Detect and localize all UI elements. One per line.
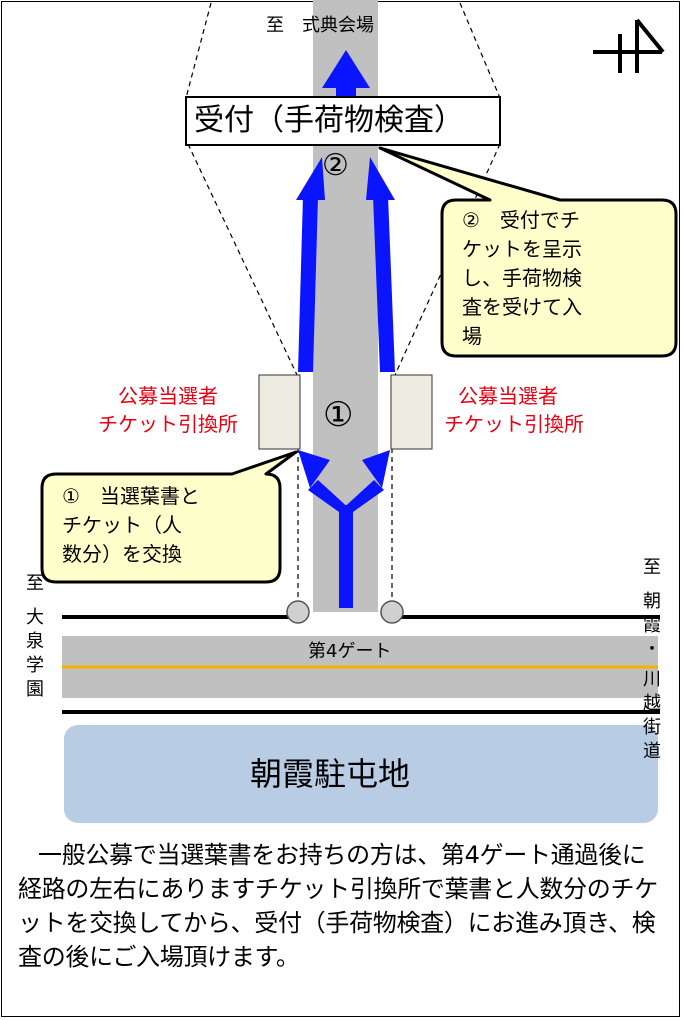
callout-step1-line: 数分）を交換 bbox=[62, 542, 182, 566]
arrow-booths-to-reception bbox=[296, 157, 395, 372]
north-arrow-icon bbox=[593, 18, 665, 73]
arrow-to-venue bbox=[322, 50, 370, 100]
gate-label: 第4ゲート bbox=[308, 641, 392, 662]
step-2-marker: ② bbox=[322, 148, 349, 183]
exchange-booth-left bbox=[258, 374, 301, 450]
step-1-marker: ① bbox=[323, 395, 354, 435]
callout-step2-text: ② 受付でチ ケットを呈示 し、手荷物検 査を受けて入 場 bbox=[462, 206, 582, 351]
callout-step2-line: し、手荷物検 bbox=[462, 266, 582, 290]
exchange-label-left-line2: チケット引換所 bbox=[98, 412, 238, 436]
gate-post-left bbox=[286, 600, 310, 624]
base-name-label: 朝霞駐屯地 bbox=[250, 755, 411, 793]
callout-step2-line: 場 bbox=[462, 324, 482, 348]
callout-step2-line: 査を受けて入 bbox=[462, 295, 582, 319]
destination-venue-label: 至 式典会場 bbox=[266, 15, 374, 36]
callout-step1-line: ① 当選葉書と bbox=[62, 484, 200, 508]
callout-step1-shape bbox=[40, 450, 298, 584]
right-direction-label: 至 朝 霞 ・ 川 越 街 道 bbox=[643, 557, 661, 762]
callout-step1-line: チケット（人 bbox=[62, 513, 182, 537]
gate-post-right bbox=[380, 600, 404, 624]
exchange-label-right-line2: チケット引換所 bbox=[444, 412, 584, 436]
caption-text: 一般公募で当選葉書をお持ちの方は、第4ゲート通過後に経路の左右にありますチケット… bbox=[18, 841, 658, 971]
reception-box bbox=[185, 96, 501, 146]
callout-step2-shape bbox=[378, 146, 678, 358]
arrow-gate-to-booths bbox=[298, 450, 390, 608]
callout-step2-line: ② 受付でチ bbox=[462, 208, 580, 232]
exchange-label-left-line1: 公募当選者 bbox=[118, 384, 218, 408]
callout-step1-text: ① 当選葉書と チケット（人 数分）を交換 bbox=[62, 482, 200, 569]
exchange-label-right-line1: 公募当選者 bbox=[458, 384, 558, 408]
left-direction-label: 至 大 泉 学 園 bbox=[26, 573, 44, 700]
exchange-booth-right bbox=[390, 374, 433, 450]
reception-label: 受付（手荷物検査） bbox=[194, 103, 464, 138]
base-area bbox=[64, 725, 658, 823]
callout-step2-line: ケットを呈示 bbox=[462, 237, 582, 261]
